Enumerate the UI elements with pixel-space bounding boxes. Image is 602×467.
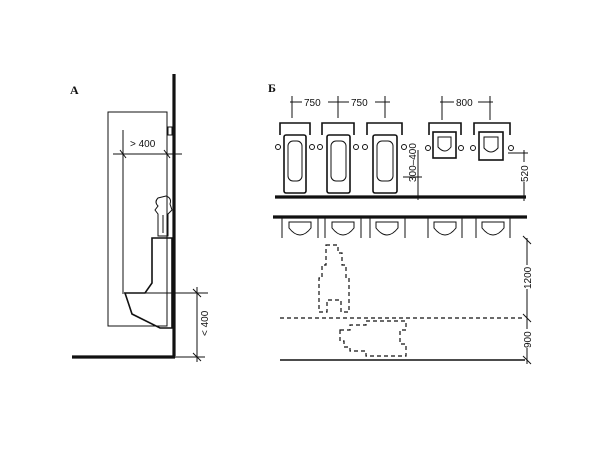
- dim-vertical-label: < 400: [200, 310, 211, 336]
- clearance-zone: [107, 111, 168, 327]
- dim-tick: [522, 355, 532, 365]
- urinal-plan-row: [281, 218, 511, 238]
- flush-fitting: [154, 195, 173, 237]
- urinal-profile: [123, 237, 173, 329]
- panel-b-elevation-plan: Б 750 750 800: [268, 81, 534, 365]
- flush-valve: [167, 126, 173, 136]
- panel-a-label: А: [70, 83, 79, 97]
- wall-urinal: [470, 122, 514, 161]
- dim-tick: [522, 313, 532, 323]
- stall-urinal: [317, 122, 359, 194]
- dim-horizontal-label: > 400: [130, 139, 156, 150]
- stall-urinal: [362, 122, 407, 194]
- rim-height-label: 520: [520, 165, 531, 182]
- panel-a-section: А > 400 < 400: [70, 74, 211, 362]
- standing-person-outline: [318, 244, 350, 313]
- wall-urinal: [425, 122, 464, 159]
- dim-tick: [522, 235, 532, 245]
- passage-label: 900: [523, 331, 534, 348]
- spacing-label-1: 750: [304, 98, 321, 109]
- stall-urinal: [275, 122, 315, 194]
- dim-tick: [163, 149, 171, 159]
- dim-tick: [192, 288, 202, 298]
- passing-person-outline: [339, 320, 407, 357]
- spacing-label-wall: 800: [456, 98, 473, 109]
- clearance-label: 1200: [523, 266, 534, 289]
- partition-height-label: 300–400: [408, 143, 419, 182]
- panel-b-label: Б: [268, 81, 276, 95]
- dim-tick: [119, 149, 127, 159]
- spacing-label-2: 750: [351, 98, 368, 109]
